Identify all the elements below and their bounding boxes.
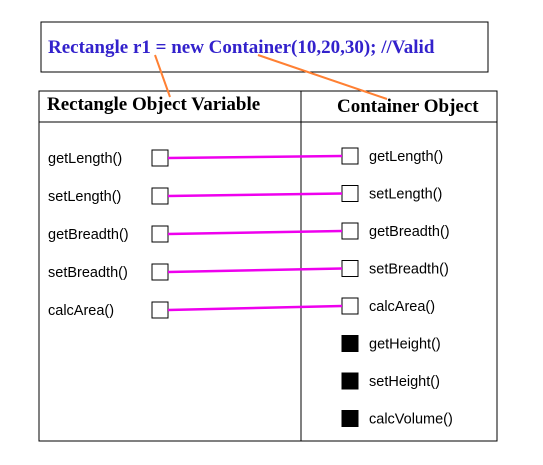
right-method-label: calcVolume() bbox=[369, 412, 453, 428]
left-method-list: getLength() setLength() getBreadth() setBre… bbox=[48, 149, 169, 319]
inherited-method-slot bbox=[341, 147, 359, 165]
container-only-method-slot bbox=[341, 372, 359, 390]
right-panel-title: Container Object bbox=[337, 96, 479, 117]
inherited-method-slot bbox=[341, 185, 359, 202]
right-method-list: getLength() setLength() getBreadth() setBre… bbox=[341, 147, 453, 428]
left-method-label: setBreadth() bbox=[48, 265, 128, 281]
right-method-label: getHeight() bbox=[369, 337, 441, 353]
right-method-label: setLength() bbox=[369, 187, 442, 203]
left-method-label: calcArea() bbox=[48, 303, 114, 319]
method-link-line bbox=[167, 229, 343, 236]
left-panel-title: Rectangle Object Variable bbox=[47, 94, 260, 115]
left-method-label: getBreadth() bbox=[48, 227, 129, 243]
right-method-label: getBreadth() bbox=[369, 224, 450, 240]
right-method-label: getLength() bbox=[369, 149, 443, 165]
left-method-label: getLength() bbox=[48, 151, 122, 167]
left-method-slot bbox=[151, 187, 169, 205]
reference-pointer-line bbox=[154, 54, 171, 98]
right-method-label: calcArea() bbox=[369, 299, 435, 315]
container-only-method-slot bbox=[341, 335, 359, 352]
right-method-label: setBreadth() bbox=[369, 262, 449, 278]
container-only-method-slot bbox=[341, 410, 359, 427]
code-statement: Rectangle r1 = new Container(10,20,30); … bbox=[48, 37, 435, 58]
inherited-method-slot bbox=[341, 222, 359, 240]
method-link-line bbox=[167, 304, 343, 312]
left-method-label: setLength() bbox=[48, 189, 121, 205]
inherited-method-slot bbox=[341, 297, 359, 315]
right-method-label: setHeight() bbox=[369, 374, 440, 390]
method-link-line bbox=[167, 267, 343, 274]
method-link-line bbox=[167, 154, 343, 160]
method-link-line bbox=[167, 192, 343, 198]
left-method-slot bbox=[151, 149, 169, 167]
inherited-method-slot bbox=[341, 260, 359, 277]
code-box bbox=[40, 21, 489, 73]
object-pointer-line bbox=[257, 54, 388, 100]
method-links bbox=[167, 154, 343, 312]
objects-frame bbox=[38, 90, 498, 442]
left-method-slot bbox=[151, 301, 169, 319]
left-method-slot bbox=[151, 225, 169, 243]
left-method-slot bbox=[151, 263, 169, 281]
